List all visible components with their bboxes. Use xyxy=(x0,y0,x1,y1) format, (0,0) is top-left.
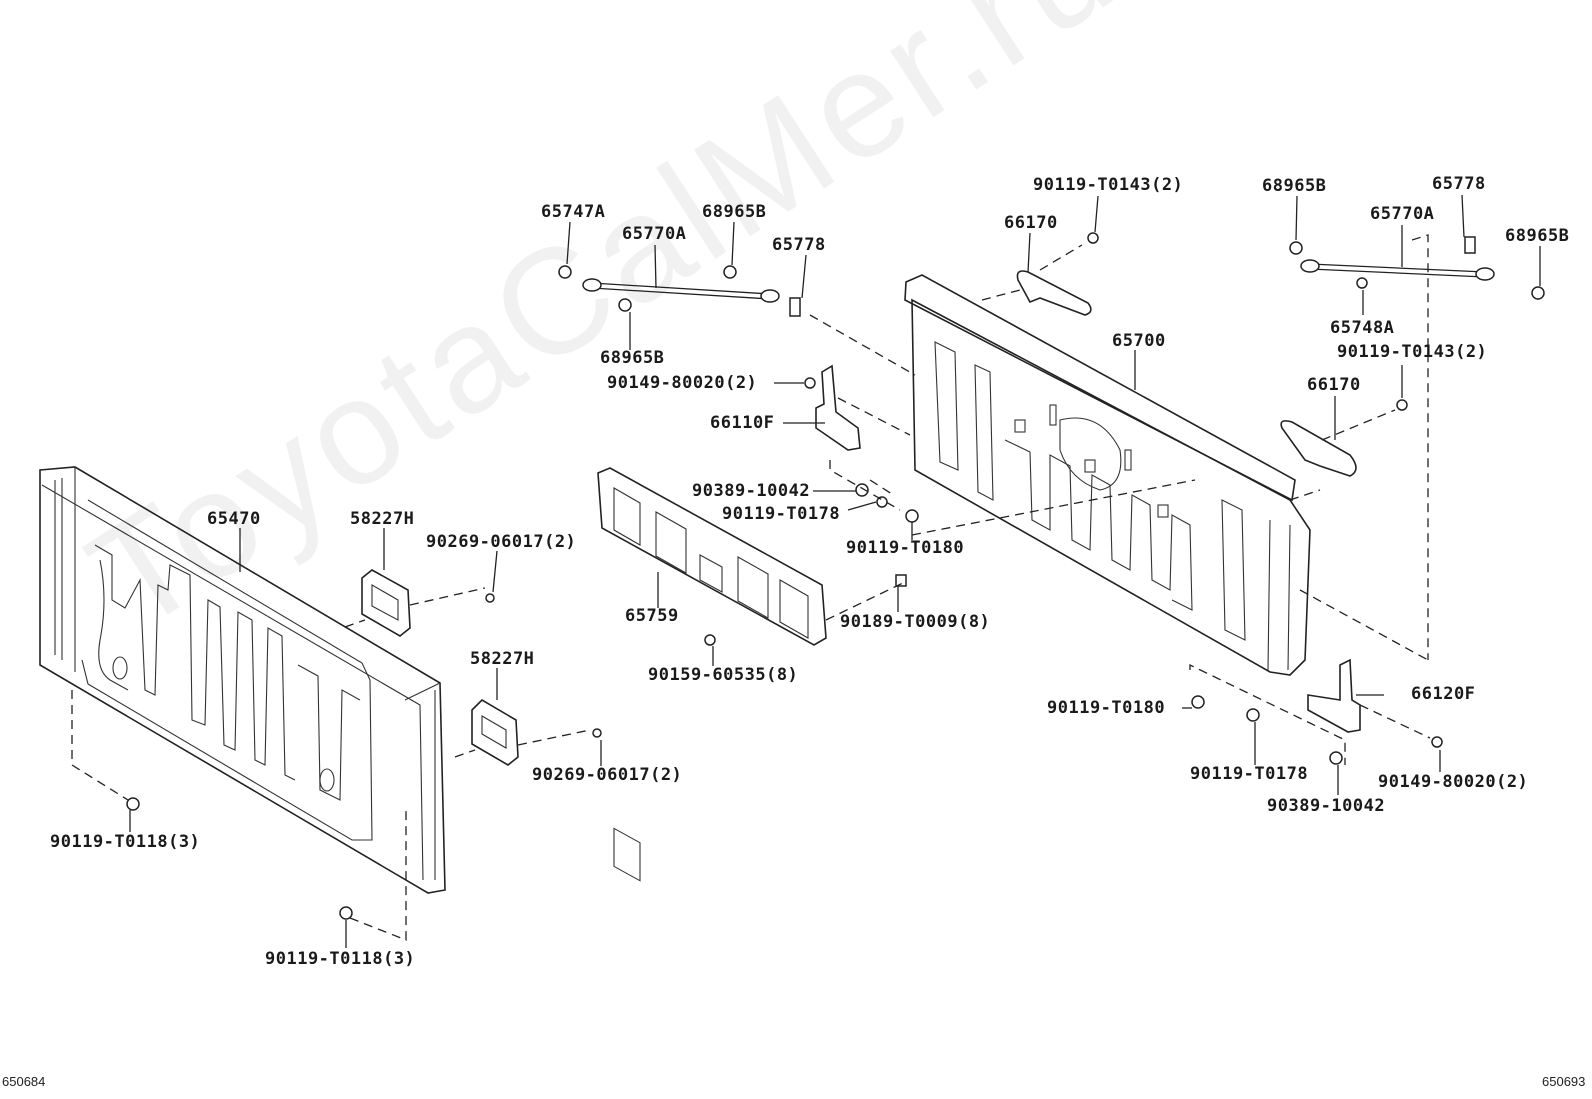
label-90119-T0143-top: 90119-T0143(2) xyxy=(1033,175,1184,195)
label-65778-right: 65778 xyxy=(1432,174,1486,194)
label-68965B-top-right: 68965B xyxy=(1262,176,1327,196)
label-65778-left: 65778 xyxy=(772,235,826,255)
label-65770A-right: 65770A xyxy=(1370,204,1435,224)
label-90119-T0178-right: 90119-T0178 xyxy=(1190,764,1309,784)
label-90389-10042-right: 90389-10042 xyxy=(1267,796,1386,816)
footer-right-code: 650693 xyxy=(1542,1074,1586,1089)
label-65747A: 65747A xyxy=(541,202,606,222)
label-58227H-bottom: 58227H xyxy=(470,649,535,669)
label-66170-top: 66170 xyxy=(1004,213,1058,233)
label-65770A-left: 65770A xyxy=(622,224,687,244)
label-90149-80020-right: 90149-80020(2) xyxy=(1378,772,1529,792)
label-65759: 65759 xyxy=(625,606,679,626)
label-90119-T0180-left: 90119-T0180 xyxy=(846,538,965,558)
label-90269-06017-bottom: 90269-06017(2) xyxy=(532,765,683,785)
handle-66170-top xyxy=(1016,270,1092,316)
hinge-bracket-66110F xyxy=(815,364,861,451)
support-cable-65770A-left xyxy=(582,278,780,303)
label-68965B-far-right: 68965B xyxy=(1505,226,1570,246)
tailgate-outer-panel-65470 xyxy=(39,466,446,894)
label-68965B-mid-left: 68965B xyxy=(600,348,665,368)
hinge-bracket-66120F xyxy=(1307,658,1361,733)
assembly-lines xyxy=(71,234,1431,941)
label-65700: 65700 xyxy=(1112,331,1166,351)
label-90119-T0180-right: 90119-T0180 xyxy=(1047,698,1166,718)
tailgate-inner-panel-65700 xyxy=(904,274,1311,676)
plate-58227H-top xyxy=(361,569,411,637)
label-66170-right: 66170 xyxy=(1307,375,1361,395)
label-90119-T0118-bottom: 90119-T0118(3) xyxy=(265,949,416,969)
label-66120F: 66120F xyxy=(1411,684,1476,704)
label-90189-T0009: 90189-T0009(8) xyxy=(840,612,991,632)
label-90269-06017-top: 90269-06017(2) xyxy=(426,532,577,552)
fasteners xyxy=(126,232,1545,920)
label-68965B-top-left: 68965B xyxy=(702,202,767,222)
plate-58227H-bottom xyxy=(471,698,519,766)
label-58227H-top: 58227H xyxy=(350,509,415,529)
label-90389-10042-left: 90389-10042 xyxy=(692,481,811,501)
label-90119-T0143-right: 90119-T0143(2) xyxy=(1337,342,1488,362)
label-90149-80020-left: 90149-80020(2) xyxy=(607,373,758,393)
support-cable-65770A-right xyxy=(1300,259,1495,281)
footer-left-code: 650684 xyxy=(2,1074,46,1089)
leader-lines xyxy=(129,194,1541,948)
label-90119-T0178-left: 90119-T0178 xyxy=(722,504,841,524)
reinforcement-panel-65759 xyxy=(597,467,827,882)
label-90159-60535: 90159-60535(8) xyxy=(648,665,799,685)
label-66110F: 66110F xyxy=(710,413,775,433)
label-65470: 65470 xyxy=(207,509,261,529)
handle-66170-right xyxy=(1280,420,1357,477)
label-90119-T0118-left: 90119-T0118(3) xyxy=(50,832,201,852)
label-65748A: 65748A xyxy=(1330,318,1395,338)
